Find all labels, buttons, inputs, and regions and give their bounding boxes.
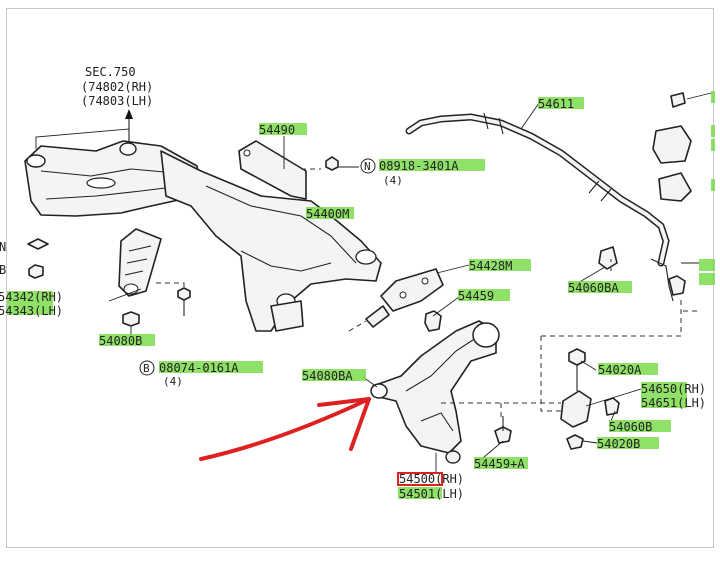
svg-text:54020B: 54020B bbox=[597, 437, 640, 451]
sec-ref-bracket bbox=[35, 128, 130, 149]
callout-08918-qty: (4) bbox=[383, 174, 403, 187]
bracket-54490 bbox=[238, 140, 307, 200]
callout-54501: 54501(LH) bbox=[399, 487, 464, 501]
callout-left-n: N bbox=[0, 240, 6, 254]
callout-08074-qty: (4) bbox=[163, 375, 183, 388]
callout-54400m[interactable]: 54400M bbox=[306, 207, 354, 221]
callout-54342: 54342(RH) bbox=[0, 290, 63, 304]
svg-text:08918-3401A: 08918-3401A bbox=[379, 159, 459, 173]
fasteners-left bbox=[27, 156, 339, 327]
right-edge-highlights bbox=[699, 91, 715, 285]
sec-ref-line3: (74803(LH) bbox=[81, 94, 153, 108]
svg-text:54428M: 54428M bbox=[469, 259, 512, 273]
sec-ref-line2: (74802(RH) bbox=[81, 80, 153, 94]
svg-text:54459+A: 54459+A bbox=[474, 457, 525, 471]
svg-text:54611: 54611 bbox=[538, 97, 574, 111]
callout-08918-prefix: N bbox=[364, 160, 371, 173]
stabilizer-bushings bbox=[598, 92, 692, 270]
svg-text:54080B: 54080B bbox=[99, 334, 142, 348]
suspension-diagram: SEC.750 (74802(RH) (74803(LH) bbox=[0, 65, 715, 501]
svg-text:54060BA: 54060BA bbox=[568, 281, 619, 295]
svg-text:54080BA: 54080BA bbox=[302, 369, 353, 383]
callout-left-edge: N B bbox=[0, 240, 6, 277]
link-54428m bbox=[365, 268, 444, 332]
callout-54020b[interactable]: 54020B bbox=[597, 437, 659, 451]
callout-54459a[interactable]: 54459+A bbox=[474, 457, 528, 471]
svg-text:54400M: 54400M bbox=[306, 207, 349, 221]
callout-54343: 54343(LH) bbox=[0, 304, 63, 318]
mount-54342 bbox=[118, 228, 162, 297]
callout-54500: 54500(RH) bbox=[399, 472, 464, 486]
callout-54428m[interactable]: 54428M bbox=[469, 259, 531, 273]
diagram-frame: SEC.750 (74802(RH) (74803(LH) bbox=[0, 8, 715, 548]
callout-54651: 54651(LH) bbox=[641, 396, 706, 410]
sec-ref-arrowhead bbox=[125, 109, 133, 119]
callout-54490[interactable]: 54490 bbox=[259, 123, 307, 137]
callout-left-b: B bbox=[0, 263, 6, 277]
svg-text:54459: 54459 bbox=[458, 289, 494, 303]
callout-08918-3401a[interactable]: N 08918-3401A (4) bbox=[360, 158, 485, 187]
callout-54650-54651[interactable]: 54650(RH) 54651(LH) bbox=[641, 382, 706, 410]
callout-54060b[interactable]: 54060B bbox=[609, 420, 671, 434]
callout-54080b[interactable]: 54080B bbox=[99, 334, 155, 348]
callout-54500-54501[interactable]: 54500(RH) 54501(LH) bbox=[397, 472, 464, 501]
callout-54459[interactable]: 54459 bbox=[458, 289, 510, 303]
dashed-leaders bbox=[156, 168, 701, 421]
callout-08074-0161a[interactable]: B 08074-0161A (4) bbox=[139, 360, 263, 388]
callout-54342-54343[interactable]: 54342(RH) 54343(LH) bbox=[0, 290, 63, 318]
solid-leaders bbox=[108, 92, 712, 474]
callout-54080ba[interactable]: 54080BA bbox=[302, 369, 366, 383]
svg-text:08074-0161A: 08074-0161A bbox=[159, 361, 239, 375]
stabilizer-bar-54611 bbox=[405, 112, 674, 302]
callout-54611[interactable]: 54611 bbox=[538, 97, 584, 111]
red-highlight-box bbox=[397, 472, 443, 486]
svg-text:54060B: 54060B bbox=[609, 420, 652, 434]
main-member-54400m bbox=[160, 150, 382, 332]
callout-08074-prefix: B bbox=[143, 362, 150, 375]
svg-text:54490: 54490 bbox=[259, 123, 295, 137]
lower-arm-54500 bbox=[370, 320, 500, 464]
fasteners-right bbox=[494, 275, 686, 450]
callout-54060ba[interactable]: 54060BA bbox=[568, 281, 632, 295]
red-annotation-arrow bbox=[199, 397, 371, 461]
sec-ref-line1: SEC.750 bbox=[85, 65, 136, 79]
callout-54020a[interactable]: 54020A bbox=[598, 363, 658, 377]
svg-text:54020A: 54020A bbox=[598, 363, 642, 377]
front-subframe-left bbox=[24, 140, 202, 217]
callout-54650: 54650(RH) bbox=[641, 382, 706, 396]
